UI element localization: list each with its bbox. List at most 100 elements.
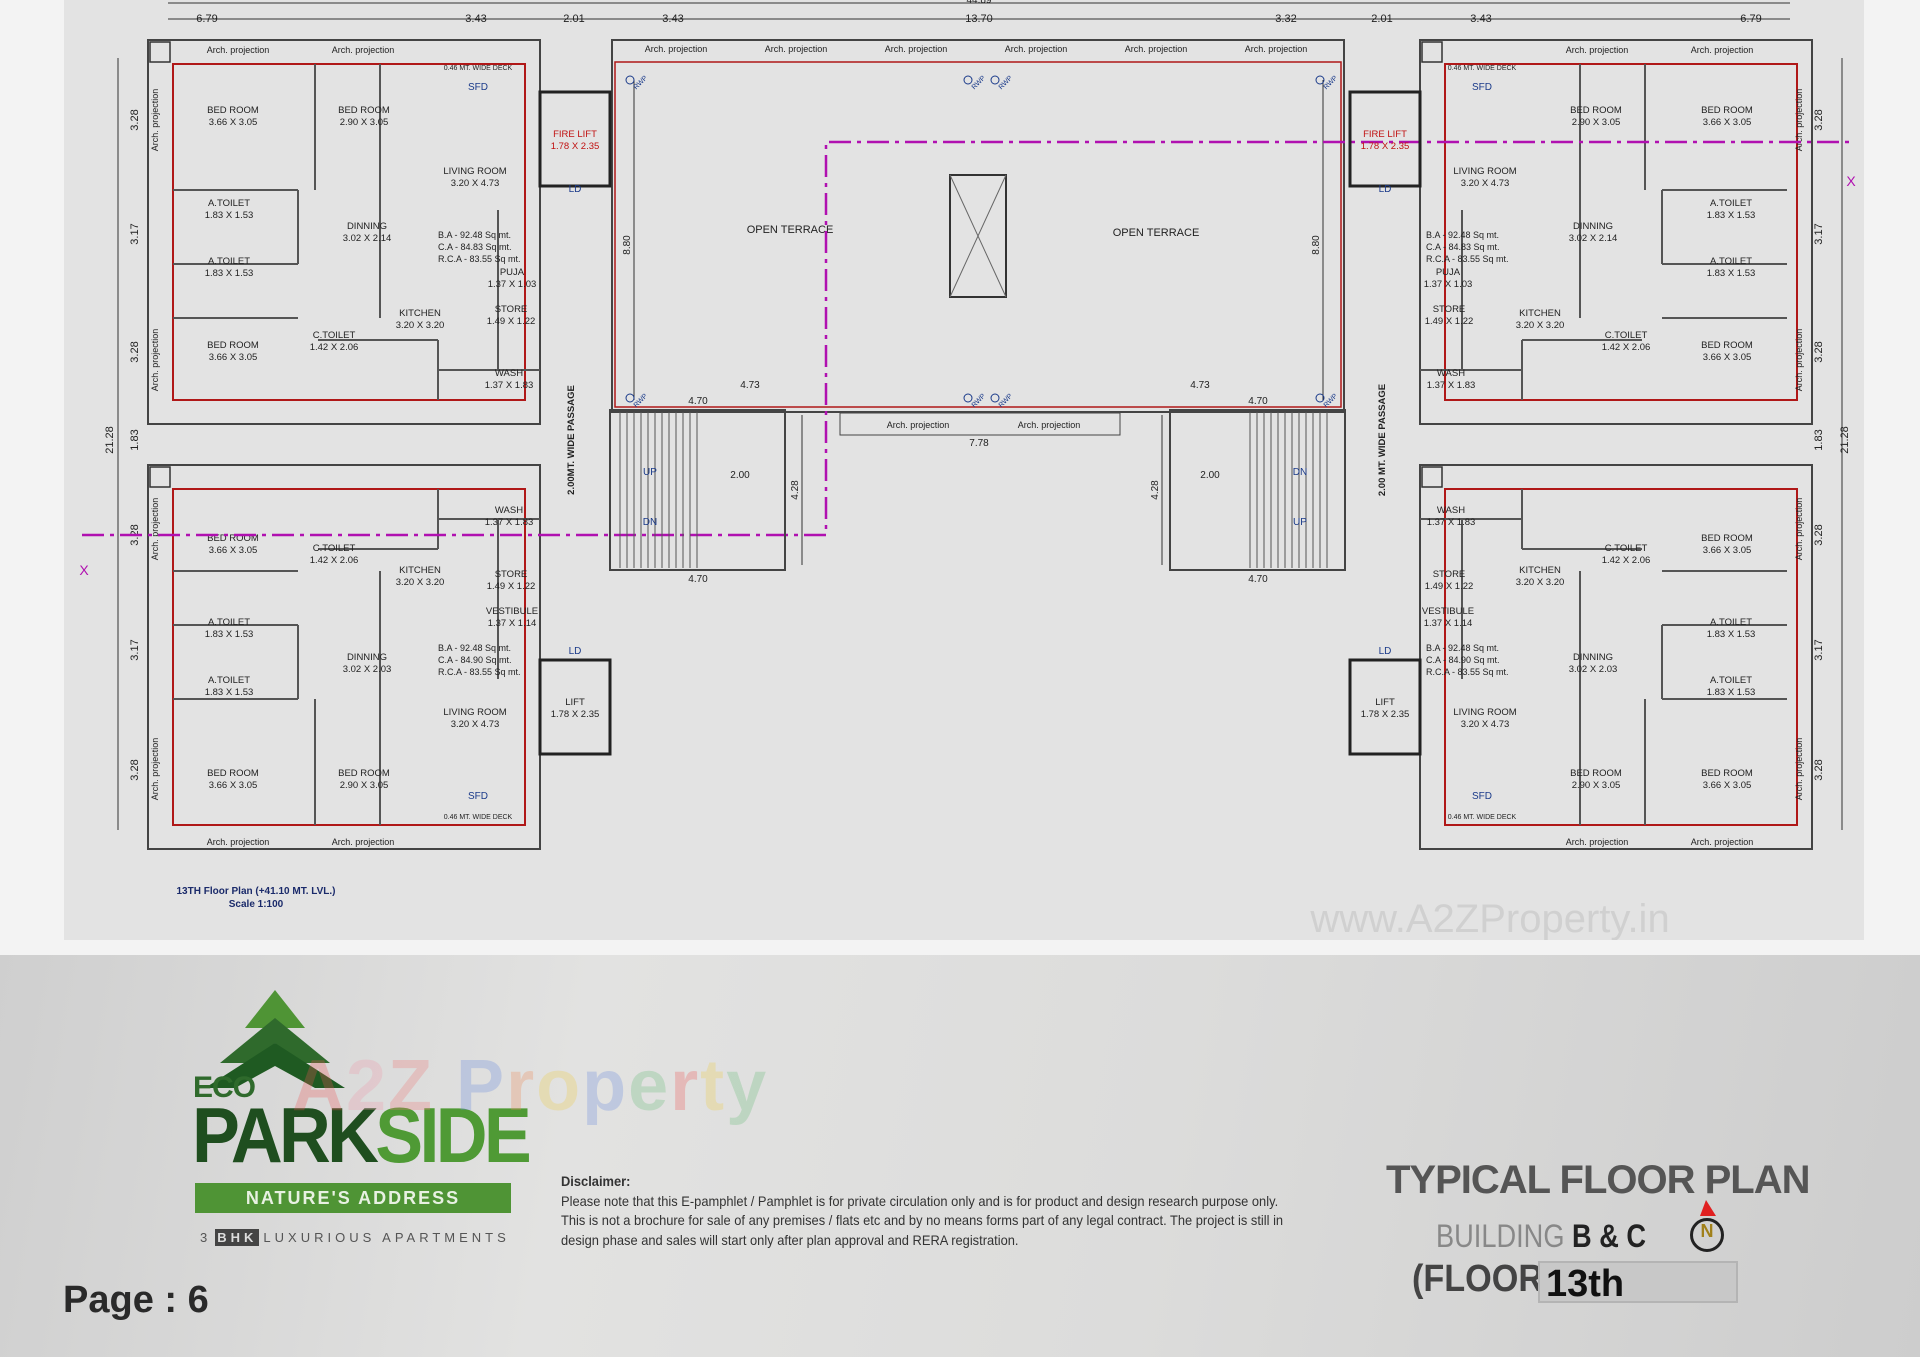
room-size: 2.90 X 3.05	[1572, 780, 1621, 791]
room-size: 3.66 X 3.05	[209, 117, 258, 128]
arch-projection-label: Arch. projection	[1794, 498, 1804, 561]
dimension: 2.00	[1200, 470, 1220, 481]
room-size: 1.37 X 1.14	[1424, 618, 1473, 629]
dimension: 4.73	[1190, 380, 1210, 391]
section-mark: X	[1846, 173, 1856, 189]
dimension: 4.70	[688, 396, 708, 407]
room-name: A.TOILET	[208, 617, 250, 628]
unit-wall	[172, 63, 526, 401]
rwp-icon	[990, 75, 1000, 85]
room-name: KITCHEN	[399, 565, 441, 576]
area-statement: R.C.A - 83.55 Sq mt.	[438, 667, 521, 677]
side-dimension: 3.28	[1813, 109, 1825, 130]
room-size: 3.66 X 3.05	[209, 352, 258, 363]
room-name: WASH	[1437, 505, 1465, 516]
top-dimension: 3.32	[1275, 13, 1296, 25]
room-size: 1.83 X 1.53	[205, 210, 254, 221]
arch-projection-label: Arch. projection	[150, 498, 160, 561]
room-name: C.TOILET	[313, 330, 356, 341]
open-terrace-label: OPEN TERRACE	[1113, 227, 1200, 239]
lift-label: FIRE LIFT	[1363, 129, 1407, 140]
lift-size: 1.78 X 2.35	[1361, 141, 1410, 152]
area-statement: B.A - 92.48 Sq mt.	[1426, 230, 1499, 240]
arch-projection-label: Arch. projection	[645, 44, 708, 54]
room-size: 1.49 X 1.22	[487, 316, 536, 327]
area-statement: C.A - 84.90 Sq mt.	[438, 655, 512, 665]
plan-title: TYPICAL FLOOR PLAN	[1386, 1158, 1810, 1202]
room-size: 3.66 X 3.05	[209, 545, 258, 556]
unit-outline	[147, 464, 541, 850]
unit-wall	[1444, 63, 1798, 401]
stair-direction: UP	[1293, 517, 1307, 528]
north-arrow-icon	[1700, 1200, 1716, 1216]
room-size: 3.20 X 3.20	[396, 320, 445, 331]
room-name: BED ROOM	[207, 105, 259, 116]
terrace-outline	[611, 39, 1345, 413]
room-size: 1.83 X 1.53	[205, 687, 254, 698]
lift-shaft	[1348, 90, 1422, 188]
room-name: KITCHEN	[1519, 565, 1561, 576]
dimension: 2.00	[730, 470, 750, 481]
room-name: A.TOILET	[1710, 256, 1752, 267]
ld-label: LD	[1379, 646, 1392, 657]
room-name: C.TOILET	[1605, 543, 1648, 554]
room-name: STORE	[495, 569, 528, 580]
room-name: STORE	[1433, 569, 1466, 580]
side-dimension: 3.17	[129, 223, 141, 244]
room-name: BED ROOM	[1701, 533, 1753, 544]
stair-depth-dimension: 4.28	[1150, 480, 1161, 500]
room-size: 3.20 X 3.20	[396, 577, 445, 588]
rwp-icon	[625, 393, 635, 403]
room-size: 1.49 X 1.22	[1425, 316, 1474, 327]
logo-tagline: NATURE'S ADDRESS	[195, 1183, 511, 1213]
arch-projection-label: Arch. projection	[1794, 329, 1804, 392]
column-icon	[149, 466, 171, 488]
room-size: 3.66 X 3.05	[1703, 352, 1752, 363]
rwp-icon	[625, 75, 635, 85]
side-dimension: 3.28	[129, 341, 141, 362]
logo-park: PARK	[192, 1091, 379, 1179]
room-name: BED ROOM	[1570, 105, 1622, 116]
terrace-depth-dimension: 8.80	[1311, 235, 1322, 255]
room-size: 1.37 X 1.83	[485, 380, 534, 391]
top-dimension: 3.43	[662, 13, 683, 25]
floor-label: (FLOOR	[1412, 1258, 1544, 1300]
building-value: B & C	[1572, 1218, 1647, 1254]
logo-side: SIDE	[375, 1091, 531, 1179]
room-size: 3.20 X 4.73	[1461, 719, 1510, 730]
room-name: A.TOILET	[1710, 675, 1752, 686]
room-size: 3.66 X 3.05	[209, 780, 258, 791]
side-dimension: 1.83	[129, 429, 141, 450]
dimension: 7.78	[969, 438, 989, 449]
compass-icon: N	[1690, 1218, 1724, 1252]
top-dimension: 13.70	[965, 13, 993, 25]
room-size: 1.42 X 2.06	[310, 342, 359, 353]
side-dimension: 3.28	[1813, 759, 1825, 780]
arch-projection-label: Arch. projection	[885, 44, 948, 54]
room-name: WASH	[1437, 368, 1465, 379]
arch-projection-label: Arch. projection	[207, 837, 270, 847]
deck-label: 0.46 MT. WIDE DECK	[1448, 65, 1517, 72]
stair-depth-dimension: 4.28	[790, 480, 801, 500]
area-statement: R.C.A - 83.55 Sq mt.	[438, 254, 521, 264]
room-name: LIVING ROOM	[443, 166, 506, 177]
open-terrace-label: OPEN TERRACE	[747, 224, 834, 236]
arch-projection-label: Arch. projection	[150, 329, 160, 392]
tree-logo-icon	[205, 990, 345, 1088]
room-name: WASH	[495, 505, 523, 516]
room-size: 1.42 X 2.06	[310, 555, 359, 566]
room-size: 3.20 X 4.73	[1461, 178, 1510, 189]
area-statement: B.A - 92.48 Sq mt.	[438, 230, 511, 240]
room-name: C.TOILET	[313, 543, 356, 554]
room-size: 2.90 X 3.05	[1572, 117, 1621, 128]
rwp-icon	[963, 75, 973, 85]
room-size: 3.20 X 3.20	[1516, 320, 1565, 331]
room-name: C.TOILET	[1605, 330, 1648, 341]
arch-projection-label: Arch. projection	[1691, 45, 1754, 55]
column-icon	[1421, 41, 1443, 63]
room-name: DINNING	[1573, 652, 1613, 663]
top-dimension: 6.79	[1740, 13, 1761, 25]
room-name: BED ROOM	[207, 533, 259, 544]
arch-projection-label: Arch. projection	[150, 738, 160, 801]
